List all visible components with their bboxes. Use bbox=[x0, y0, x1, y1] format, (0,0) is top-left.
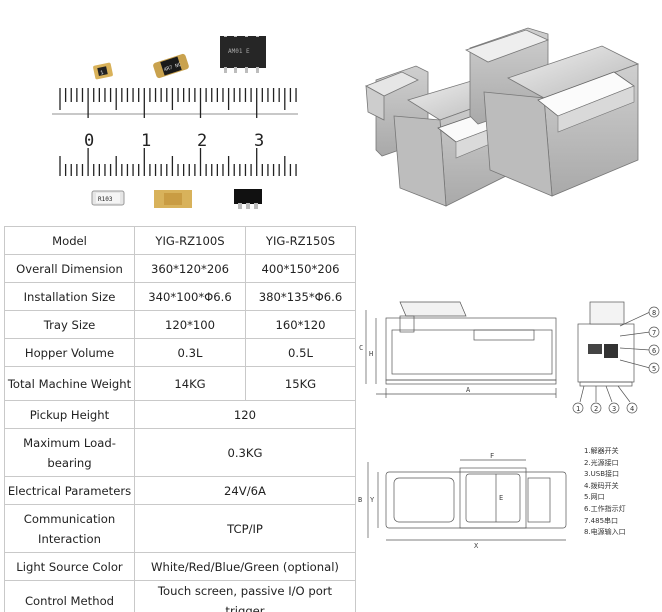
dim-label-x: X bbox=[474, 542, 479, 550]
table-row: Maximum Load-bearing 0.3KG bbox=[4, 428, 356, 477]
row-value: 340*100*Φ6.6 bbox=[134, 282, 246, 311]
row-value: TCP/IP bbox=[134, 504, 356, 553]
legend-item: 7.485串口 bbox=[584, 516, 619, 525]
row-label: Electrical Parameters bbox=[4, 476, 135, 505]
dim-label-f: F bbox=[490, 452, 494, 460]
header-model-2: YIG-RZ150S bbox=[245, 226, 356, 255]
dim-label-c: C bbox=[359, 344, 363, 352]
callout-4: 4 bbox=[630, 405, 634, 413]
row-value: 14KG bbox=[134, 366, 246, 401]
callout-3: 3 bbox=[612, 405, 616, 413]
chip-sot223 bbox=[234, 189, 262, 209]
row-label: Total Machine Weight bbox=[4, 366, 135, 401]
dim-label-b: B bbox=[358, 496, 362, 504]
row-value: White/Red/Blue/Green (optional) bbox=[134, 552, 356, 581]
legend-item: 2.光源接口 bbox=[584, 458, 619, 467]
header-model-1: YIG-RZ100S bbox=[134, 226, 246, 255]
table-row: Total Machine Weight 14KG 15KG bbox=[4, 366, 356, 401]
port-legend: 1.解器开关 2.光源接口 3.USB接口 4.拨码开关 5.网口 6.工作指示… bbox=[584, 446, 662, 539]
row-label: Pickup Height bbox=[4, 400, 135, 429]
header-label: Model bbox=[4, 226, 135, 255]
chip-small-yellow: 1 bbox=[93, 62, 113, 80]
row-value: Touch screen, passive I/O port trigger bbox=[134, 580, 356, 612]
legend-item: 6.工作指示灯 bbox=[584, 504, 626, 513]
table-row: Control Method Touch screen, passive I/O… bbox=[4, 580, 356, 612]
ruler-ticks-upper bbox=[52, 88, 298, 118]
drawing-front-view: 1 2 3 4 5 6 7 8 bbox=[572, 301, 660, 414]
drawing-top-view: X B Y F E bbox=[358, 452, 567, 550]
row-value: 120*100 bbox=[134, 310, 246, 339]
row-label: Installation Size bbox=[4, 282, 135, 311]
ruler-number-2: 2 bbox=[197, 131, 207, 151]
row-value: 0.3L bbox=[134, 338, 246, 367]
table-row: Tray Size 120*100 160*120 bbox=[4, 310, 356, 339]
legend-item: 3.USB接口 bbox=[584, 470, 620, 479]
callout-1: 1 bbox=[576, 405, 580, 413]
legend-item: 4.拨码开关 bbox=[584, 481, 619, 490]
row-value: 400*150*206 bbox=[245, 254, 356, 283]
callout-5: 5 bbox=[652, 365, 656, 373]
row-label: Light Source Color bbox=[4, 552, 135, 581]
legend-item: 8.电源输入口 bbox=[584, 528, 626, 537]
chip-inductor: 4R7 NC bbox=[153, 53, 189, 79]
row-label: Maximum Load-bearing bbox=[4, 428, 135, 477]
chip-mark-1: 1 bbox=[100, 70, 104, 76]
dim-label-y: Y bbox=[370, 496, 375, 504]
ruler-ticks-lower bbox=[59, 148, 297, 176]
ruler-photo: 1 4R7 NC AM01 E 0 1 2 3 R103 bbox=[52, 36, 298, 216]
ruler-number-1: 1 bbox=[141, 131, 151, 151]
table-row: Light Source Color White/Red/Blue/Green … bbox=[4, 552, 356, 581]
row-value: 24V/6A bbox=[134, 476, 356, 505]
table-row: Communication Interaction TCP/IP bbox=[4, 504, 356, 553]
dim-label-h: H bbox=[369, 350, 373, 358]
row-value: 360*120*206 bbox=[134, 254, 246, 283]
callout-7: 7 bbox=[652, 329, 656, 337]
chip-resistor: R103 bbox=[91, 190, 125, 206]
feeder-3d-render bbox=[365, 27, 640, 207]
chip-tantalum bbox=[154, 190, 192, 208]
legend-item: 5.网口 bbox=[584, 493, 605, 502]
row-value: 380*135*Φ6.6 bbox=[245, 282, 356, 311]
spec-table: Model YIG-RZ100S YIG-RZ150S Overall Dime… bbox=[4, 226, 356, 612]
row-value: 0.5L bbox=[245, 338, 356, 367]
table-row: Hopper Volume 0.3L 0.5L bbox=[4, 338, 356, 367]
row-value: 0.3KG bbox=[134, 428, 356, 477]
dim-label-a: A bbox=[466, 386, 471, 394]
ruler-number-3: 3 bbox=[254, 131, 264, 151]
row-label: Communication Interaction bbox=[4, 504, 135, 553]
row-value: 15KG bbox=[245, 366, 356, 401]
feeder-large bbox=[465, 27, 640, 197]
row-value: 160*120 bbox=[245, 310, 356, 339]
table-row: Pickup Height 120 bbox=[4, 400, 356, 429]
drawing-side-view: A C H bbox=[359, 301, 557, 398]
table-row: Electrical Parameters 24V/6A bbox=[4, 476, 356, 505]
row-label: Control Method bbox=[4, 580, 135, 612]
chip-mark-2: 4R7 NC bbox=[163, 62, 182, 73]
row-label: Hopper Volume bbox=[4, 338, 135, 367]
legend-item: 1.解器开关 bbox=[584, 447, 619, 455]
dim-label-e: E bbox=[499, 494, 503, 502]
callout-6: 6 bbox=[652, 347, 656, 355]
ruler-number-0: 0 bbox=[84, 131, 94, 151]
row-label: Tray Size bbox=[4, 310, 135, 339]
callout-2: 2 bbox=[594, 405, 598, 413]
row-value: 120 bbox=[134, 400, 356, 429]
chip-soic: AM01 E bbox=[220, 36, 266, 73]
chip-mark-3: AM01 E bbox=[228, 48, 250, 55]
table-header-row: Model YIG-RZ100S YIG-RZ150S bbox=[4, 226, 356, 255]
chip-mark-4: R103 bbox=[98, 196, 113, 203]
callout-8: 8 bbox=[652, 309, 656, 317]
table-row: Installation Size 340*100*Φ6.6 380*135*Φ… bbox=[4, 282, 356, 311]
row-label: Overall Dimension bbox=[4, 254, 135, 283]
table-row: Overall Dimension 360*120*206 400*150*20… bbox=[4, 254, 356, 283]
